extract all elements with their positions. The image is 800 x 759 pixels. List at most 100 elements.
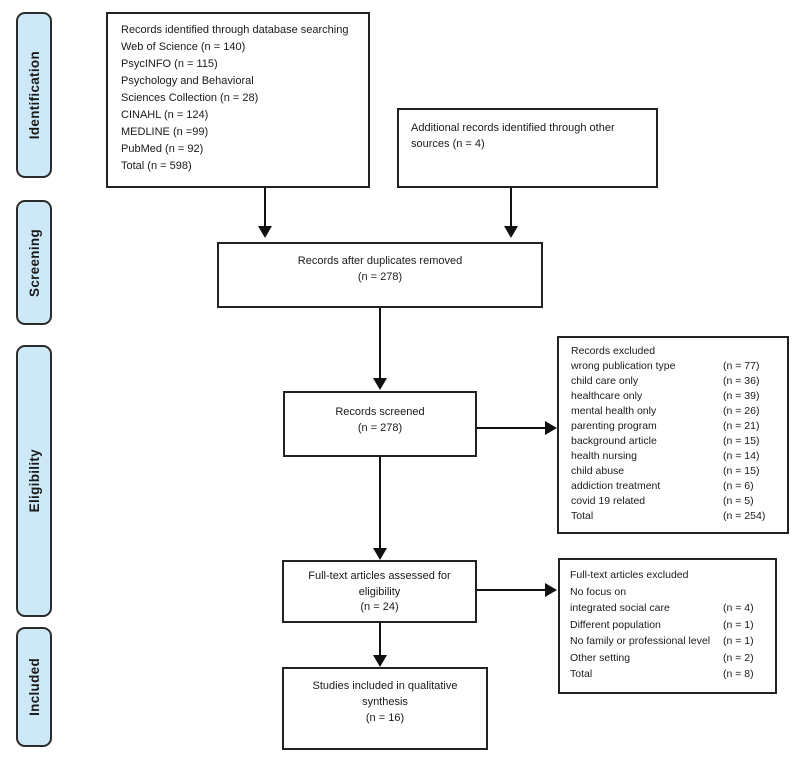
arrow-down-icon xyxy=(373,548,387,560)
excluded-reason-count: (n = 1) xyxy=(723,635,754,647)
stage-label-text: Eligibility xyxy=(26,449,42,513)
stage-label-screening: Screening xyxy=(16,200,52,325)
arrow-right-icon xyxy=(545,421,557,435)
stage-label-text: Screening xyxy=(26,228,42,297)
arrow-screened-to-excluded xyxy=(477,427,547,429)
arrow-fulltext-to-excluded xyxy=(477,589,547,591)
box-line: CINAHL (n = 124) xyxy=(121,109,209,121)
excluded-reason-row: No family or professional level (n = 1) xyxy=(570,633,765,650)
box-line: (n = 24) xyxy=(360,601,399,613)
arrow-down-icon xyxy=(504,226,518,238)
stage-label-text: Identification xyxy=(26,50,42,140)
excluded-total-count: (n = 8) xyxy=(723,668,754,680)
excluded-total-row: Total (n = 8) xyxy=(570,666,765,683)
excluded-reason-label: background article xyxy=(571,435,657,447)
arrow-fulltext-to-included xyxy=(379,623,381,657)
stage-label-identification: Identification xyxy=(16,12,52,178)
excluded-reason-label: parenting program xyxy=(571,420,657,432)
box-line: (n = 16) xyxy=(365,712,405,724)
box-line: PsycINFO (n = 115) xyxy=(121,58,218,70)
excluded-reason-row: background article (n = 15) xyxy=(571,434,775,449)
box-records-screened: Records screened (n = 278) xyxy=(283,391,477,457)
excluded-reason-count: (n = 2) xyxy=(723,651,754,664)
box-studies-included: Studies included in qualitative synthesi… xyxy=(282,667,488,750)
excluded-reason-row: addiction treatment (n = 6) xyxy=(571,479,775,494)
box-line: Records identified through database sear… xyxy=(121,24,349,36)
excluded-reason-count xyxy=(723,584,765,601)
excluded-reason-count: (n = 1) xyxy=(723,618,754,631)
excluded-reason-row: Different population (n = 1) xyxy=(570,617,765,634)
excluded-reason-label: child care only xyxy=(571,375,639,387)
arrow-identified-to-duplicates xyxy=(264,188,266,228)
excluded-reason-label: Different population xyxy=(570,618,661,631)
excluded-reason-row: healthcare only (n = 39) xyxy=(571,389,775,404)
box-records-identified: Records identified through database sear… xyxy=(106,12,370,188)
stage-label-text: Included xyxy=(26,658,42,716)
arrow-screened-to-fulltext xyxy=(379,457,381,550)
arrow-duplicates-to-screened xyxy=(379,308,381,380)
excluded-reason-count: (n = 4) xyxy=(723,602,754,614)
excluded-reason-row: child abuse (n = 15) xyxy=(571,464,775,479)
excluded-reason-row: mental health only (n = 26) xyxy=(571,404,775,419)
box-fulltext-excluded: Full-text articles excluded No focus on … xyxy=(558,558,777,694)
arrow-right-icon xyxy=(545,583,557,597)
box-records-excluded: Records excluded wrong publication type … xyxy=(557,336,789,534)
excluded-reason-count: (n = 36) xyxy=(723,375,760,387)
box-line: synthesis xyxy=(362,696,408,708)
stage-label-eligibility: Eligibility xyxy=(16,345,52,617)
excluded-reason-row: integrated social care (n = 4) xyxy=(570,600,765,617)
excluded-reason-row: child care only (n = 36) xyxy=(571,374,775,389)
box-title: Full-text articles excluded xyxy=(570,569,689,581)
excluded-total-count: (n = 254) xyxy=(723,510,766,522)
excluded-reason-label: health nursing xyxy=(571,450,637,462)
excluded-total-label: Total xyxy=(571,510,594,522)
box-line: Psychology and Behavioral xyxy=(121,75,254,87)
excluded-reason-row: covid 19 related (n = 5) xyxy=(571,494,775,509)
excluded-reason-label: No focus on xyxy=(570,585,627,598)
arrow-additional-to-duplicates xyxy=(510,188,512,228)
box-line: Total (n = 598) xyxy=(121,160,192,172)
box-line: MEDLINE (n =99) xyxy=(121,126,209,138)
excluded-reason-label: mental health only xyxy=(571,405,657,417)
excluded-reason-row: parenting program (n = 21) xyxy=(571,419,775,434)
excluded-reason-label: addiction treatment xyxy=(571,480,661,492)
excluded-reason-count: (n = 77) xyxy=(723,360,760,372)
box-line: (n = 278) xyxy=(357,422,403,434)
excluded-reason-count: (n = 15) xyxy=(723,435,760,447)
box-fulltext-assessed: Full-text articles assessed for eligibil… xyxy=(282,560,477,623)
box-line: Studies included in qualitative xyxy=(312,680,458,692)
box-duplicates-removed: Records after duplicates removed (n = 27… xyxy=(217,242,543,308)
excluded-reason-count: (n = 14) xyxy=(723,450,760,462)
excluded-total-label: Total xyxy=(570,668,593,680)
box-line: Web of Science (n = 140) xyxy=(121,41,246,53)
excluded-reason-count: (n = 6) xyxy=(723,480,754,492)
excluded-reason-label: covid 19 related xyxy=(571,495,646,507)
stage-label-included: Included xyxy=(16,627,52,747)
excluded-reason-count: (n = 5) xyxy=(723,495,754,507)
box-line: Records screened xyxy=(335,406,425,418)
excluded-reason-count: (n = 21) xyxy=(723,420,760,432)
excluded-total-row: Total (n = 254) xyxy=(571,509,775,524)
arrow-down-icon xyxy=(373,378,387,390)
excluded-reason-row: wrong publication type (n = 77) xyxy=(571,359,775,374)
excluded-reason-label: child abuse xyxy=(571,465,625,477)
box-line: Additional records identified through ot… xyxy=(411,122,615,134)
excluded-reason-row: No focus on xyxy=(570,584,765,601)
box-line: Records after duplicates removed xyxy=(297,255,463,267)
excluded-reason-count: (n = 39) xyxy=(723,390,760,402)
excluded-reason-label: wrong publication type xyxy=(571,360,676,372)
arrow-down-icon xyxy=(258,226,272,238)
excluded-reason-count: (n = 15) xyxy=(723,465,760,477)
box-line: PubMed (n = 92) xyxy=(121,143,204,155)
arrow-down-icon xyxy=(373,655,387,667)
box-line: eligibility xyxy=(358,585,401,598)
box-line: Sciences Collection (n = 28) xyxy=(121,92,259,104)
excluded-reason-label: healthcare only xyxy=(571,390,643,402)
excluded-reason-count: (n = 26) xyxy=(723,405,760,417)
excluded-reason-label: integrated social care xyxy=(570,602,670,614)
excluded-reason-row: Other setting (n = 2) xyxy=(570,650,765,667)
box-additional-records: Additional records identified through ot… xyxy=(397,108,658,188)
excluded-reason-label: Other setting xyxy=(570,651,631,664)
excluded-reason-label: No family or professional level xyxy=(570,635,711,647)
